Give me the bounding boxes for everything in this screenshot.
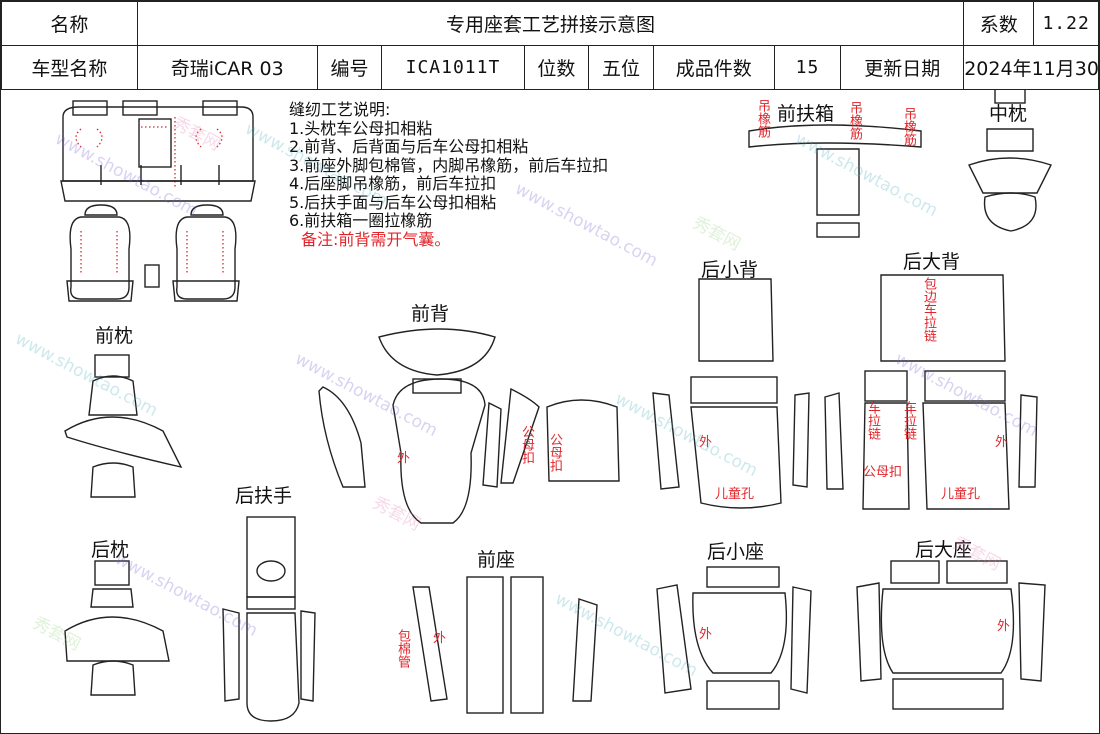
model-value: 奇瑞iCAR 03 bbox=[136, 45, 318, 90]
pieces-label: 成品件数 bbox=[652, 45, 775, 90]
label-front-back: 前背 bbox=[411, 303, 450, 325]
front-armrest-box-pieces bbox=[748, 124, 922, 238]
pattern-drawing: 缝纫工艺说明: 1.头枕车公母扣相粘 2.前背、后背面与后车公母扣相粘 3.前座… bbox=[1, 89, 1099, 733]
seat-label: 位数 bbox=[523, 45, 590, 90]
note-hang-elastic-3: 吊橡筋 bbox=[901, 107, 916, 146]
note-edge-zipper: 包边车拉链 bbox=[921, 277, 936, 342]
code-label: 编号 bbox=[316, 45, 383, 90]
label-rear-small-seat: 后小座 bbox=[707, 541, 765, 563]
note-buckle-front-back-1: 公母扣 bbox=[519, 425, 534, 464]
date-label: 更新日期 bbox=[840, 45, 965, 90]
label-middle-pillow: 中枕 bbox=[989, 103, 1028, 125]
front-seat-pieces bbox=[412, 576, 598, 714]
note-buckle-rear-big-back: 公母扣 bbox=[863, 465, 903, 480]
note-outer-rear-big-back: 外 bbox=[995, 435, 1009, 450]
notes-remark: 备注:前背需开气囊。 bbox=[301, 229, 451, 249]
notes-heading: 缝纫工艺说明: bbox=[289, 100, 391, 119]
label-rear-big-back: 后大背 bbox=[903, 251, 961, 273]
label-front-armrest-box: 前扶箱 bbox=[777, 103, 835, 125]
label-rear-armrest: 后扶手 bbox=[235, 485, 293, 507]
note-outer-front-seat: 外 bbox=[433, 631, 447, 646]
middle-pillow-pieces bbox=[968, 89, 1052, 232]
note-hang-elastic-1: 吊橡筋 bbox=[755, 99, 770, 138]
note-outer-rear-small-seat: 外 bbox=[699, 627, 713, 642]
label-rear-pillow: 后枕 bbox=[91, 539, 130, 561]
rear-pillow-pieces bbox=[64, 560, 170, 696]
rear-bench-overview bbox=[60, 100, 256, 302]
sewing-notes: 缝纫工艺说明: 1.头枕车公母扣相粘 2.前背、后背面与后车公母扣相粘 3.前座… bbox=[289, 100, 609, 249]
note-line-6: 6.前扶箱一圈拉橡筋 bbox=[289, 211, 433, 230]
coef-value: 1.22 bbox=[1033, 1, 1099, 46]
note-line-3: 3.前座外脚包棉管，内脚吊橡筋，前后车拉扣 bbox=[289, 155, 609, 175]
name-label: 名称 bbox=[1, 1, 138, 46]
note-hang-elastic-2: 吊橡筋 bbox=[847, 101, 862, 140]
date-value: 2024年11月30日 bbox=[963, 45, 1099, 90]
note-buckle-front-back-2: 公母扣 bbox=[547, 433, 562, 472]
label-rear-small-back: 后小背 bbox=[701, 259, 759, 281]
label-front-seat: 前座 bbox=[477, 549, 516, 571]
code-value: ICA1011T bbox=[381, 45, 525, 90]
rear-armrest-pieces bbox=[222, 516, 316, 722]
note-cotton-tube: 包棉管 bbox=[395, 629, 410, 668]
note-line-4: 4.后座脚吊橡筋，前后车拉扣 bbox=[289, 174, 497, 193]
seat-value: 五位 bbox=[588, 45, 654, 90]
front-back-pieces bbox=[318, 328, 620, 524]
rear-small-back-pieces bbox=[652, 278, 810, 509]
note-outer-rear-small-back: 外 bbox=[699, 435, 713, 450]
note-line-1: 1.头枕车公母扣相粘 bbox=[289, 118, 433, 138]
header-table: 名称 专用座套工艺拼接示意图 系数 1.22 车型名称 奇瑞iCAR 03 编号… bbox=[1, 1, 1099, 90]
note-line-5: 5.后扶手面与后车公母扣相粘 bbox=[289, 192, 497, 212]
note-zipper-1: 车拉链 bbox=[865, 401, 880, 440]
rear-big-seat-pieces bbox=[856, 560, 1046, 710]
note-child-hole-1: 儿童孔 bbox=[715, 487, 755, 502]
pieces-value: 15 bbox=[773, 45, 842, 90]
note-zipper-2: 车拉链 bbox=[901, 401, 916, 440]
note-child-hole-2: 儿童孔 bbox=[941, 487, 981, 502]
pattern-pieces bbox=[60, 89, 1052, 722]
label-front-pillow: 前枕 bbox=[95, 325, 134, 347]
rear-small-seat-pieces bbox=[656, 566, 812, 710]
rear-big-back-pieces bbox=[824, 274, 1038, 510]
sheet-title: 专用座套工艺拼接示意图 bbox=[136, 1, 965, 46]
front-pillow-pieces bbox=[64, 354, 183, 498]
label-rear-big-seat: 后大座 bbox=[915, 539, 973, 561]
note-outer-front-back: 外 bbox=[397, 451, 411, 466]
note-outer-rear-big-seat: 外 bbox=[997, 619, 1011, 634]
note-line-2: 2.前背、后背面与后车公母扣相粘 bbox=[289, 137, 529, 156]
coef-label: 系数 bbox=[963, 1, 1035, 46]
model-label: 车型名称 bbox=[1, 45, 138, 90]
